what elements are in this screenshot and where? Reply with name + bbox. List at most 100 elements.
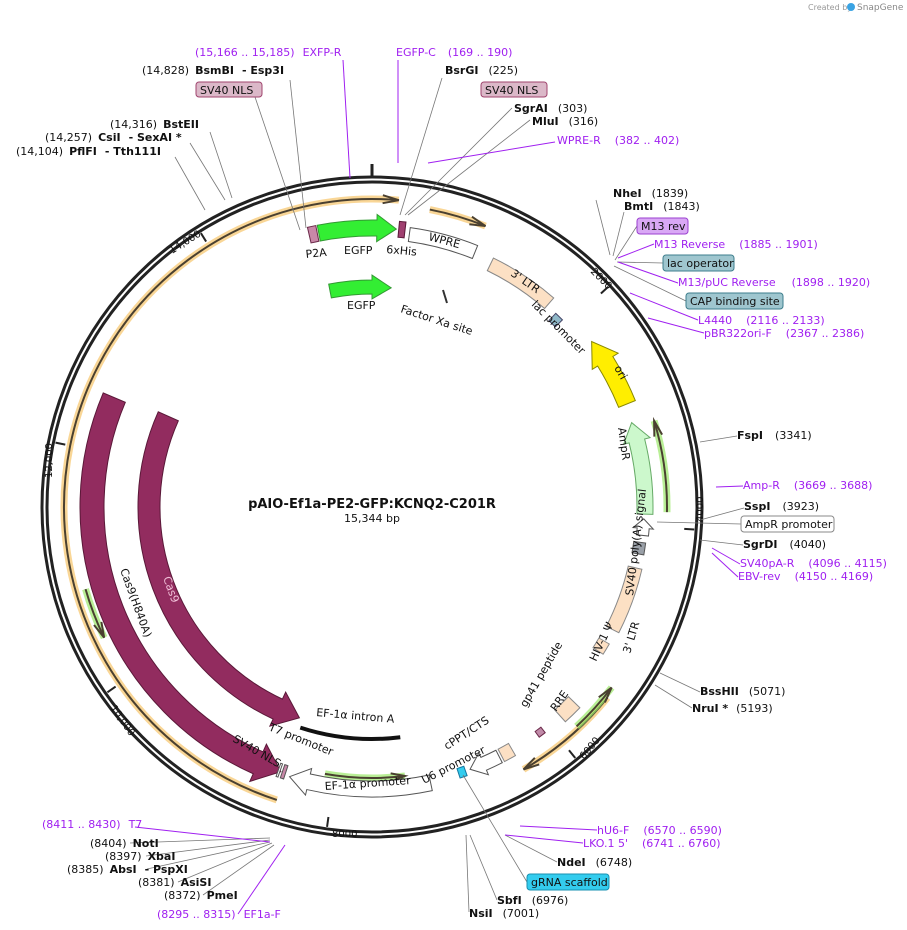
enzyme-sspi[interactable]: SspI(3923)	[744, 500, 819, 513]
svg-text:SspI(3923): SspI(3923)	[744, 500, 819, 513]
primer-l4440[interactable]: L4440(2116 .. 2133)	[698, 314, 825, 327]
ampr-promoter-arrow	[631, 518, 655, 537]
primer-leader-line	[237, 844, 286, 915]
tick-label: 12,000	[44, 443, 55, 478]
enzyme-sgrdi[interactable]: SgrDI(4040)	[743, 538, 826, 551]
enzyme-noti[interactable]: (8404)NotI	[90, 837, 159, 850]
primer-pbr322ori-f[interactable]: pBR322ori-F(2367 .. 2386)	[704, 327, 864, 340]
svg-text:BsrGI(225): BsrGI(225)	[445, 64, 518, 77]
enzyme-leader-line	[699, 435, 738, 443]
svg-text:(8295 .. 8315)EF1a-F: (8295 .. 8315)EF1a-F	[157, 908, 281, 921]
enzyme-nrui[interactable]: NruI *(5193)	[692, 702, 773, 715]
primer-lko1-5[interactable]: LKO.1 5'(6741 .. 6760)	[583, 837, 721, 850]
svg-text:SV40pA-R(4096 .. 4115): SV40pA-R(4096 .. 4115)	[740, 557, 887, 570]
enzyme-sbfi[interactable]: SbfI(6976)	[497, 894, 568, 907]
svg-text:SbfI(6976): SbfI(6976)	[497, 894, 568, 907]
svg-text:EBV-rev(4150 .. 4169): EBV-rev(4150 .. 4169)	[738, 570, 873, 583]
primer-track-right-head	[653, 416, 663, 437]
primer-amp-r[interactable]: Amp-R(3669 .. 3688)	[743, 479, 872, 492]
grna-scaffold-feature	[456, 765, 468, 779]
enzyme-asisi[interactable]: (8381)AsiSI	[138, 876, 211, 889]
enzyme-bsshii[interactable]: BssHII(5071)	[700, 685, 785, 698]
enzyme-leader-line	[469, 834, 498, 901]
enzyme-bsrgi[interactable]: BsrGI(225)	[445, 64, 518, 77]
enzyme-xbai[interactable]: (8397)XbaI	[105, 850, 175, 863]
svg-text:M13 rev: M13 rev	[641, 220, 686, 233]
scale-tick	[106, 685, 117, 694]
enzyme-fspi[interactable]: FspI(3341)	[737, 429, 812, 442]
created-by-text: Created by	[808, 3, 852, 12]
primer-wpre-r[interactable]: WPRE-R(382 .. 402)	[557, 134, 679, 147]
svg-text:(14,828)BsmBI- Esp3I: (14,828)BsmBI- Esp3I	[142, 64, 284, 77]
enzyme-pmei[interactable]: (8372)PmeI	[164, 889, 238, 902]
primer-track-right	[653, 420, 668, 513]
sv40-nls-feature	[279, 764, 289, 780]
primer-egfp-c[interactable]: EGFP-C(169 .. 190)	[396, 46, 512, 59]
enzyme-nsii[interactable]: NsiI(7001)	[469, 907, 539, 920]
svg-text:NheI(1839): NheI(1839)	[613, 187, 688, 200]
backbone-outer-strand	[40, 175, 704, 839]
enzyme-ndei[interactable]: NdeI(6748)	[557, 856, 632, 869]
feature-box-lac-operator[interactable]: lac operator	[662, 254, 735, 272]
scale-tick	[600, 285, 609, 295]
enzyme-leader-line	[699, 507, 745, 521]
enzyme-pflfi[interactable]: (14,104)PflFI- Tth111I	[16, 145, 161, 158]
enzyme-absi[interactable]: (8385)AbsI- PspXI	[67, 863, 188, 876]
enzyme-mlui[interactable]: MluI(316)	[532, 115, 598, 128]
feature-box-sv40-nls-right[interactable]: SV40 NLS	[480, 81, 548, 98]
enzyme-leader-line	[656, 521, 742, 525]
tick-label: 6000	[578, 735, 603, 762]
svg-text:(8411 .. 8430)T7: (8411 .. 8430)T7	[42, 818, 142, 831]
enzyme-leader-line	[465, 834, 470, 913]
primer-ef1a-f[interactable]: (8295 .. 8315)EF1a-F	[157, 908, 281, 921]
enzyme-sgrai[interactable]: SgrAI(303)	[514, 102, 587, 115]
primer-exfp-r[interactable]: (15,166 .. 15,185)EXFP-R	[195, 46, 342, 59]
feature-box-sv40-nls-left[interactable]: SV40 NLS	[195, 81, 263, 98]
svg-text:LKO.1 5'(6741 .. 6760): LKO.1 5'(6741 .. 6760)	[583, 837, 721, 850]
svg-text:hU6-F(6570 .. 6590): hU6-F(6570 .. 6590)	[597, 824, 722, 837]
feature-box-cap-binding-site[interactable]: CAP binding site	[685, 292, 784, 310]
feature-box-grna-scaffold[interactable]: gRNA scaffold	[526, 873, 610, 891]
primer-hu6-f[interactable]: hU6-F(6570 .. 6590)	[597, 824, 722, 837]
label-ori: ori	[611, 363, 629, 382]
svg-text:(14,104)PflFI- Tth111I: (14,104)PflFI- Tth111I	[16, 145, 161, 158]
primer-t7[interactable]: (8411 .. 8430)T7	[42, 818, 142, 831]
enzyme-nhei[interactable]: NheI(1839)	[613, 187, 688, 200]
enzyme-csii[interactable]: (14,257)CsiI- SexAI *	[45, 131, 182, 144]
primer-leader-line	[342, 59, 351, 179]
cppt-cts-feature	[497, 742, 517, 763]
feature-box-ampr-promoter[interactable]: AmpR promoter	[740, 515, 835, 533]
leader-lines	[129, 59, 745, 915]
plasmid-name: pAIO-Ef1a-PE2-GFP:KCNQ2-C201R	[248, 497, 496, 512]
svg-text:NdeI(6748): NdeI(6748)	[557, 856, 632, 869]
primer-leader-line	[629, 292, 699, 321]
primer-m13-puc-reverse[interactable]: M13/pUC Reverse(1898 .. 1920)	[678, 276, 870, 289]
cas9-h840a-arrow	[79, 392, 282, 783]
svg-text:(15,166 .. 15,185)EXFP-R: (15,166 .. 15,185)EXFP-R	[195, 46, 342, 59]
feature-box-m13-rev[interactable]: M13 rev	[636, 217, 689, 235]
gp41-feature	[534, 726, 546, 738]
svg-text:(14,316)BstEII: (14,316)BstEII	[110, 118, 199, 131]
enzyme-bsmbi[interactable]: (14,828)BsmBI- Esp3I	[142, 64, 284, 77]
label-lac-promoter: lac promoter	[529, 298, 588, 357]
enzyme-leader-line	[614, 225, 638, 261]
ef1a-promoter-arrow	[288, 767, 433, 798]
enzyme-bmti[interactable]: BmtI(1843)	[624, 200, 700, 213]
primer-sv40pa-r[interactable]: SV40pA-R(4096 .. 4115)	[740, 557, 887, 570]
enzyme-bsteii[interactable]: (14,316)BstEII	[110, 118, 199, 131]
enzyme-leader-line	[654, 684, 693, 709]
label-t7-promoter: T7 promoter	[266, 720, 336, 758]
enzyme-leader-line	[129, 837, 271, 844]
3-ltr-feature	[486, 257, 555, 310]
label-factor-xa-site: Factor Xa site	[399, 302, 474, 338]
primer-leader-line	[134, 826, 271, 843]
enzyme-leader-line	[399, 77, 443, 216]
primer-m13-reverse[interactable]: M13 Reverse(1885 .. 1901)	[654, 238, 818, 251]
svg-text:M13 Reverse(1885 .. 1901): M13 Reverse(1885 .. 1901)	[654, 238, 818, 251]
label-6xhis: 6xHis	[386, 243, 418, 259]
primer-track-lower-head	[598, 686, 613, 703]
svg-text:(8404)NotI: (8404)NotI	[90, 837, 159, 850]
primer-ebv-rev[interactable]: EBV-rev(4150 .. 4169)	[738, 570, 873, 583]
scale-tick	[568, 749, 577, 759]
